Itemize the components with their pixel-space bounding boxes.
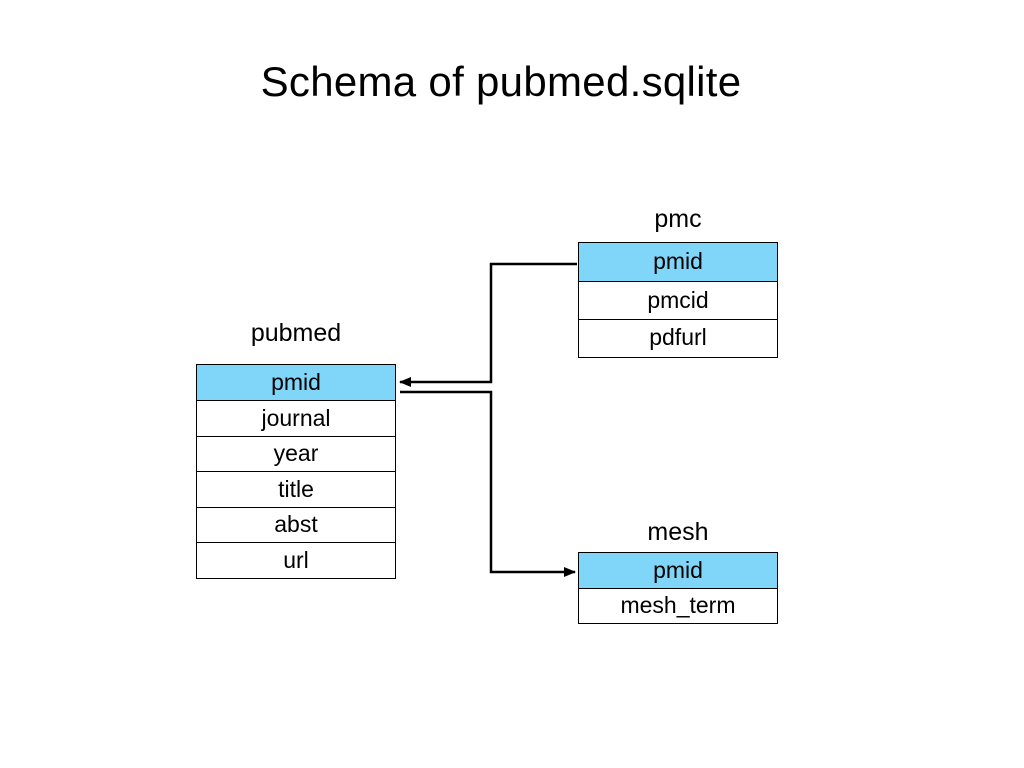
relation-pubmed-to-mesh-arrow xyxy=(400,390,576,577)
table-name-pubmed: pubmed xyxy=(250,319,342,347)
table-pubmed: pmid journal year title abst url xyxy=(196,364,396,579)
field-pubmed-year: year xyxy=(197,437,395,472)
field-pmc-pdfurl: pdfurl xyxy=(649,324,707,351)
table-name-mesh: mesh xyxy=(647,518,709,546)
field-pmc-pmid: pmid xyxy=(579,243,777,282)
field-pubmed-journal: journal xyxy=(197,401,395,437)
field-pubmed-url: url xyxy=(283,546,309,573)
table-name-pmc: pmc xyxy=(654,205,702,233)
relation-pmc-to-pubmed-arrow xyxy=(399,262,577,387)
field-pubmed-title: title xyxy=(197,472,395,508)
page-title: Schema of pubmed.sqlite xyxy=(260,58,742,105)
field-pmc-pmcid: pmcid xyxy=(579,282,777,320)
field-pubmed-pmid: pmid xyxy=(197,365,395,401)
field-mesh-mesh-term: mesh_term xyxy=(620,592,736,618)
table-mesh: pmid mesh_term xyxy=(578,552,778,624)
field-pubmed-abst: abst xyxy=(197,508,395,543)
table-pmc: pmid pmcid pdfurl xyxy=(578,242,778,358)
field-mesh-pmid: pmid xyxy=(579,553,777,589)
